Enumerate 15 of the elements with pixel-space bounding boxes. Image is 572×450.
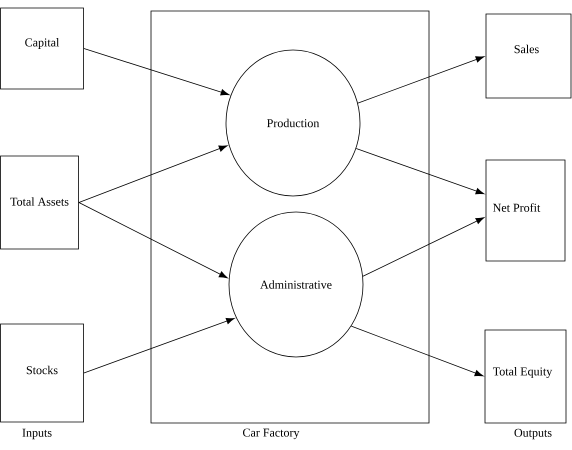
output-box: Total Equity <box>484 330 566 424</box>
input-box: Capital <box>0 8 84 90</box>
output-box: Sales <box>486 14 572 98</box>
output-box: Net Profit <box>486 160 566 262</box>
arrow <box>84 48 230 96</box>
input-box: Total Assets <box>0 156 79 250</box>
arrow <box>350 326 484 376</box>
node-label: Car Factory <box>243 428 300 440</box>
input-box: Stocks <box>0 324 84 422</box>
arrow <box>84 318 235 374</box>
arrow <box>78 202 228 278</box>
arrow <box>358 56 484 104</box>
arrow <box>78 145 228 203</box>
arrow <box>362 217 484 277</box>
arrow <box>356 148 484 194</box>
